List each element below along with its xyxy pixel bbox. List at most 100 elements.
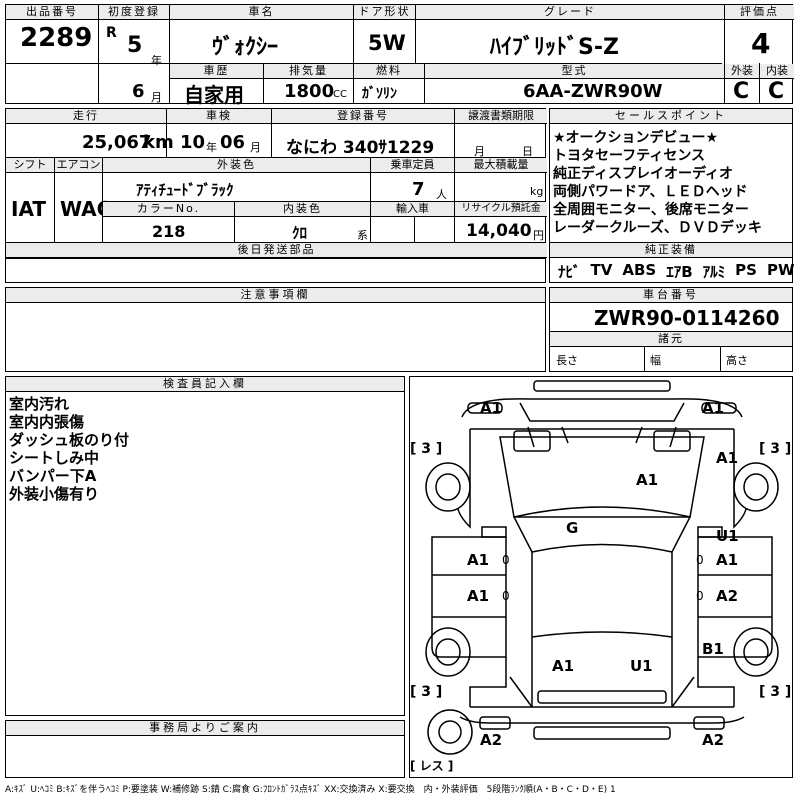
displacement: 1800 — [284, 81, 335, 102]
equipment-item: PS — [735, 261, 757, 279]
height-label: 高さ — [726, 354, 748, 367]
score: 4 — [751, 27, 771, 60]
yen-unit: 円 — [533, 229, 544, 242]
nen-unit: 年 — [206, 141, 217, 154]
capacity-label: 乗車定員 — [371, 158, 454, 173]
chassis-number: ZWR90-0114260 — [594, 306, 780, 330]
mark-quarter-right: B1 — [702, 640, 724, 658]
fuel: ｶﾞｿﾘﾝ — [362, 86, 397, 102]
color-no-label: カラーNo. — [103, 202, 234, 217]
score-label: 評価点 — [725, 5, 794, 20]
transfer-month: 月 — [474, 145, 485, 158]
mark-front-right: A1 — [702, 399, 725, 417]
inspection-label: 車検 — [167, 109, 271, 124]
equipment-item: TV — [590, 261, 613, 279]
inspector-notes: 室内汚れ 室内内張傷 ダッシュ板のり付 シートしみ中 バンパー下A 外装小傷有り — [9, 395, 129, 503]
header-block: 出品番号 2289 初度登録 R 5 年 車名 ｳﾞｫｸｼｰ ドア形状 5W グ… — [5, 4, 794, 107]
first-reg-label: 初度登録 — [99, 5, 169, 20]
tire-front-left: [ 3 ] — [410, 441, 443, 457]
mark-hood: A1 — [636, 471, 659, 489]
ac-label: エアコン — [55, 158, 102, 173]
mark-fender-right: A1 — [716, 449, 739, 467]
inspector-note: バンパー下A — [9, 467, 97, 485]
color-no: 218 — [152, 222, 186, 241]
inspection-month: 06 — [220, 132, 246, 153]
int-label: 内装 — [760, 64, 794, 79]
inspector-label: 検査員記入欄 — [6, 377, 404, 392]
plate-number: なにわ 340ｻ1229 — [286, 138, 435, 158]
sales-point-item: トヨタセーフティセンス — [553, 148, 706, 164]
lot-label: 出品番号 — [6, 5, 98, 20]
sales-point-item: ★オークションデビュー★ — [553, 130, 719, 146]
lot-number: 2289 — [20, 23, 93, 53]
mark-zero: 0 — [696, 589, 704, 603]
inspector-block: 検査員記入欄 室内汚れ 室内内張傷 ダッシュ板のり付 シートしみ中 バンパー下A… — [5, 376, 405, 716]
tire-front-right: [ 3 ] — [759, 441, 792, 457]
office-block: 事務局よりご案内 — [5, 720, 405, 778]
equipment-item: ﾅﾋﾞ — [558, 263, 581, 281]
month-unit: 月 — [151, 91, 162, 104]
ext-grade: C — [733, 79, 750, 104]
sales-point-item: レーダークルーズ、ＤＶＤデッキ — [553, 220, 762, 236]
mark-door-fl: A1 — [467, 551, 490, 569]
capacity-unit: 人 — [436, 188, 447, 201]
mark-zero: 0 — [696, 553, 704, 567]
inspection-year: 10 — [180, 132, 206, 153]
color-label: 外装色 — [103, 158, 370, 173]
import-label: 輸入車 — [371, 202, 454, 217]
equipment-label: 純正装備 — [550, 243, 792, 258]
mileage: 25,067 — [82, 132, 152, 153]
sales-point-item: 両側パワードア、ＬＥＤヘッド — [553, 184, 748, 200]
inspector-note: 室内汚れ — [9, 395, 70, 413]
car-name: ｳﾞｫｸｼｰ — [212, 35, 279, 60]
sales-points-block: セールスポイント ★オークションデビュー★ トヨタセーフティセンス 純正ディスプ… — [549, 108, 795, 283]
mark-zero: 0 — [502, 553, 510, 567]
mark-door-rl: A1 — [467, 587, 490, 605]
mark-door-fr: A1 — [716, 551, 739, 569]
width-label: 幅 — [650, 354, 661, 367]
reg-year: 5 — [127, 33, 143, 58]
equipment-item: ｱﾙﾐ — [702, 263, 726, 281]
km-unit: km — [143, 132, 174, 153]
fuel-label: 燃料 — [354, 64, 424, 79]
equipment-item: ABS — [622, 261, 657, 279]
later-parts-label: 後日発送部品 — [6, 243, 547, 258]
shift: IAT — [11, 197, 47, 221]
sales-points-list: ★オークションデビュー★ トヨタセーフティセンス 純正ディスプレイオーディオ 両… — [553, 129, 762, 237]
tire-rear-right: [ 3 ] — [759, 684, 792, 700]
sales-point-item: 全周囲モニター、後席モニター — [553, 202, 749, 218]
spec-label: 諸元 — [550, 332, 792, 347]
notes-block: 注意事項欄 — [5, 287, 546, 372]
cc-unit: CC — [333, 89, 347, 100]
mark-tail-right: U1 — [630, 657, 653, 675]
chassis-block: 車台番号 ZWR90-0114260 諸元 長さ 幅 高さ — [549, 287, 793, 372]
int-grade: C — [768, 79, 785, 104]
equipment-item: PW — [766, 261, 795, 279]
sales-point-item: 純正ディスプレイオーディオ — [553, 166, 734, 182]
mark-door-fr-u: U1 — [716, 527, 739, 545]
reg-month: 6 — [132, 81, 145, 102]
transfer-day: 日 — [522, 145, 533, 158]
inspector-note: 室内内張傷 — [9, 413, 85, 431]
equipment-item: ｴｱB — [666, 263, 693, 281]
car-diagram: A1 A1 A1 A1 G A1 U1 A1 A1 A2 B1 A1 U1 A2… — [409, 376, 793, 778]
car-name-label: 車名 — [170, 5, 353, 20]
ac: WAC — [60, 197, 112, 221]
tsuki-unit: 月 — [250, 141, 261, 154]
equipment-list: ﾅﾋﾞ TV ABS ｴｱB ｱﾙﾐ PS PW — [558, 261, 795, 282]
mark-rear-left: A2 — [480, 731, 503, 749]
door-label: ドア形状 — [354, 5, 415, 20]
grade-label: グレード — [416, 5, 724, 20]
grade: ﾊｲﾌﾞﾘｯﾄﾞS-Z — [490, 35, 619, 60]
inspector-note: シートしみ中 — [9, 449, 100, 467]
mark-roof: G — [566, 519, 579, 537]
inspector-note: ダッシュ板のり付 — [9, 431, 130, 449]
ext-label: 外装 — [725, 64, 759, 79]
mileage-label: 走行 — [6, 109, 166, 124]
mark-zero: 0 — [502, 589, 510, 603]
year-unit: 年 — [151, 54, 162, 67]
transfer-label: 譲渡書類期限 — [455, 109, 547, 124]
model-label: 型式 — [425, 64, 724, 79]
history-label: 車歴 — [170, 64, 263, 79]
door-type: 5W — [368, 31, 406, 55]
